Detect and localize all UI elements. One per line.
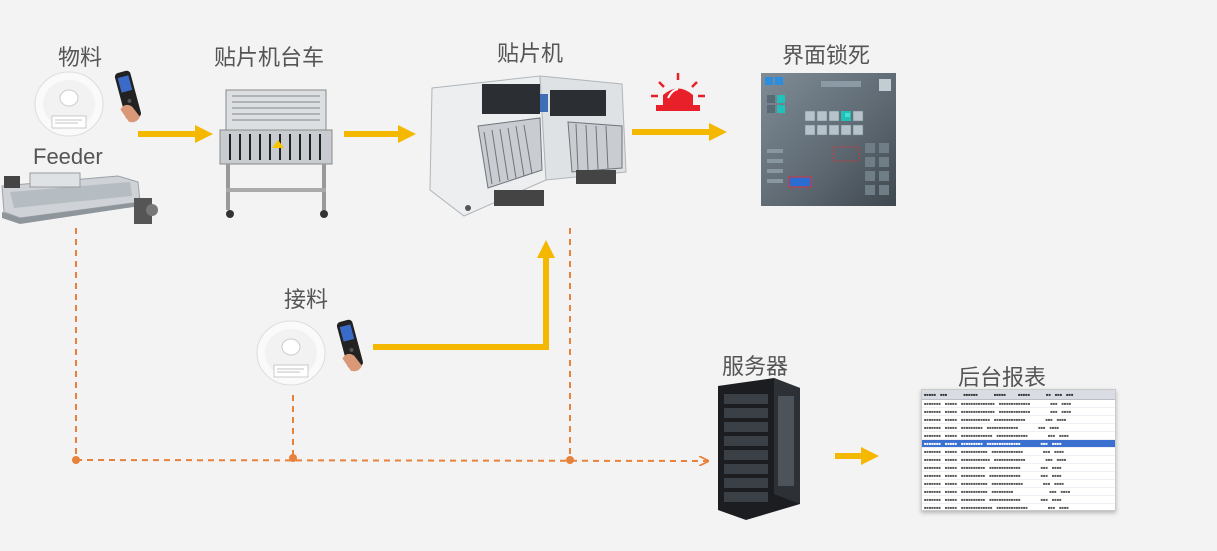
arrow-splice-to-mounter (373, 240, 555, 350)
material-reel-icon (34, 70, 141, 137)
report-label: 后台报表 (958, 365, 1047, 390)
handheld-scanner-icon (336, 319, 363, 372)
feeder-icon (1, 172, 158, 224)
handheld-scanner-icon (114, 70, 141, 123)
placement-machine-icon (429, 75, 627, 217)
lock-label: 界面锁死 (782, 43, 871, 68)
mounter-label: 贴片机 (497, 41, 564, 66)
server-label: 服务器 (722, 354, 789, 379)
server-icon (718, 378, 800, 520)
splice-reel-icon (256, 319, 363, 386)
dash-node-2 (289, 454, 297, 462)
hmi-screen-graphic (765, 77, 891, 195)
mounter-cart-icon (219, 89, 333, 218)
dash-to-server (75, 460, 708, 461)
material-label: 物料 (58, 45, 103, 70)
feeder-label: Feeder (33, 144, 103, 169)
backend-report-table: ■■■■■■■■■■■■■■■■■■■■■■■■■■■■■■■■ ■■■■■■■… (921, 389, 1116, 511)
dash-node-1 (72, 456, 80, 464)
cart-label: 贴片机台车 (214, 45, 325, 70)
locked-screen-image (761, 73, 896, 206)
splice-label: 接料 (284, 287, 329, 312)
dash-node-3 (566, 456, 574, 464)
alarm-light-icon (651, 73, 705, 111)
